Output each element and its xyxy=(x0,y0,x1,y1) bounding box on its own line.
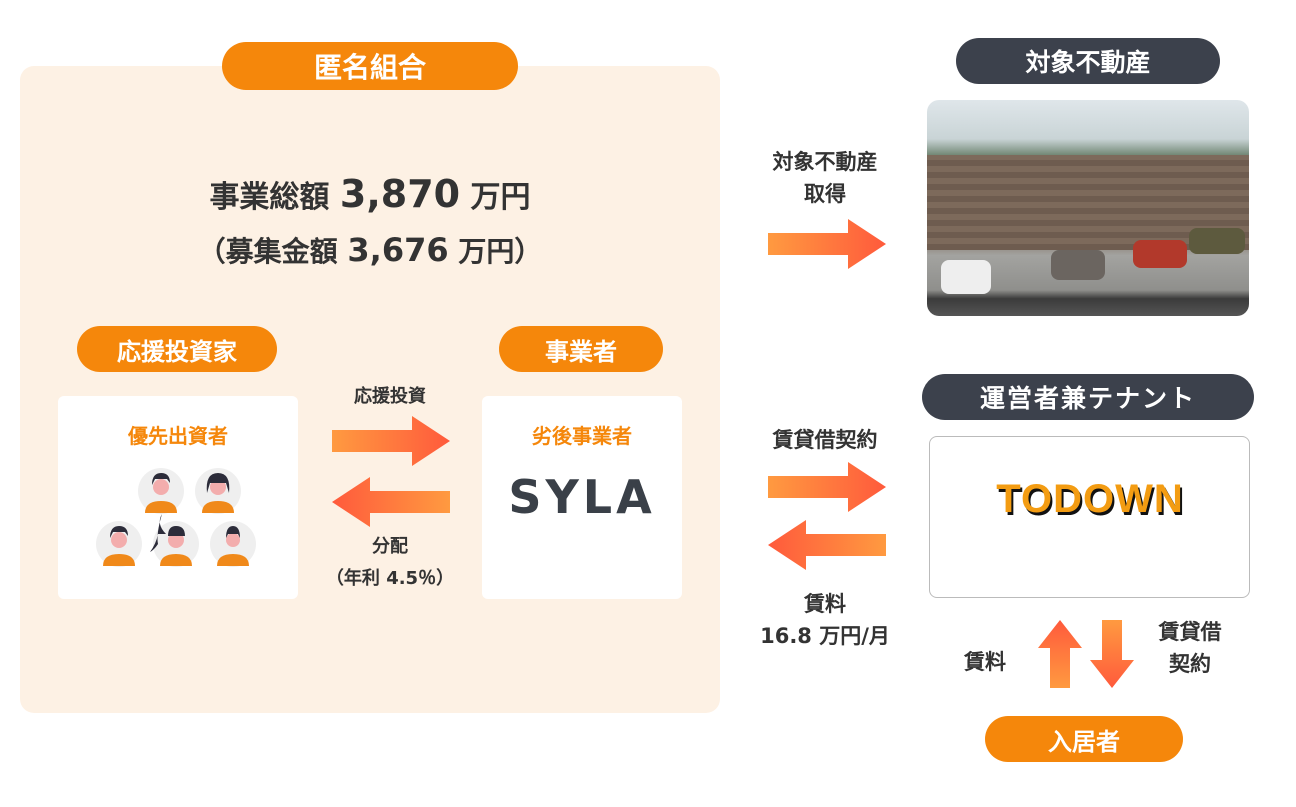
investor-title: 応援投資家 xyxy=(77,326,277,372)
operator-card: 劣後事業者 SYLA xyxy=(482,396,682,599)
distribution-label: 分配 xyxy=(372,536,408,557)
anonymous-partnership-title: 匿名組合 xyxy=(222,42,518,90)
total-unit: 万円 xyxy=(470,180,531,215)
raise-label: （募集金額 xyxy=(197,235,338,268)
rent-up-arrow-icon xyxy=(1038,620,1082,688)
property-photo xyxy=(927,100,1249,316)
syla-logo: SYLA xyxy=(508,470,656,524)
anonymous-partnership-panel xyxy=(20,66,720,713)
acquire-arrow-icon xyxy=(768,219,886,269)
rent-label: 賃料 xyxy=(804,592,846,616)
distribution-arrow-icon xyxy=(332,477,450,527)
investors-people-icon xyxy=(96,468,256,567)
resident-title: 入居者 xyxy=(985,716,1183,762)
rent-amount: 16.8 万円/月 xyxy=(760,624,890,648)
tenant-lease-label: 賃貸借契約 xyxy=(1140,616,1240,680)
car xyxy=(1051,250,1105,280)
distribution-rate: （年利 4.5％） xyxy=(325,568,455,589)
tenant-lease-line1: 賃貸借 xyxy=(1158,620,1222,644)
tenant-rent-label: 賃料 xyxy=(964,650,1006,674)
rent-arrow-icon xyxy=(768,520,886,570)
total-label: 事業総額 xyxy=(209,180,330,215)
todown-logo: TODOWN xyxy=(996,477,1184,521)
raise-unit: 万円） xyxy=(458,235,543,268)
investor-card-title: 優先出資者 xyxy=(128,424,228,448)
car xyxy=(1133,240,1187,268)
tenant-lease-line2: 契約 xyxy=(1169,652,1211,676)
tenant-card: TODOWN xyxy=(929,436,1250,598)
car xyxy=(941,260,991,294)
invest-label: 応援投資 xyxy=(354,386,426,407)
invest-arrow-icon xyxy=(332,416,450,466)
acquire-line2: 取得 xyxy=(804,182,846,206)
operator-title: 事業者 xyxy=(499,326,663,372)
raise-amount: （募集金額 3,676 万円） xyxy=(150,230,590,270)
lease-arrow-icon xyxy=(768,462,886,512)
car xyxy=(1189,228,1245,254)
lease-down-arrow-icon xyxy=(1090,620,1134,688)
total-amount: 事業総額 3,870 万円 xyxy=(150,172,590,216)
total-value: 3,870 xyxy=(339,172,461,216)
property-title: 対象不動産 xyxy=(956,38,1220,84)
raise-value: 3,676 xyxy=(347,231,449,269)
acquire-label: 対象不動産取得 xyxy=(740,146,910,210)
lease-label: 賃貸借契約 xyxy=(772,428,878,452)
acquire-line1: 対象不動産 xyxy=(772,150,878,174)
operator-card-title: 劣後事業者 xyxy=(532,424,632,448)
investor-card: 優先出資者 xyxy=(58,396,298,599)
tenant-title: 運営者兼テナント xyxy=(922,374,1254,420)
